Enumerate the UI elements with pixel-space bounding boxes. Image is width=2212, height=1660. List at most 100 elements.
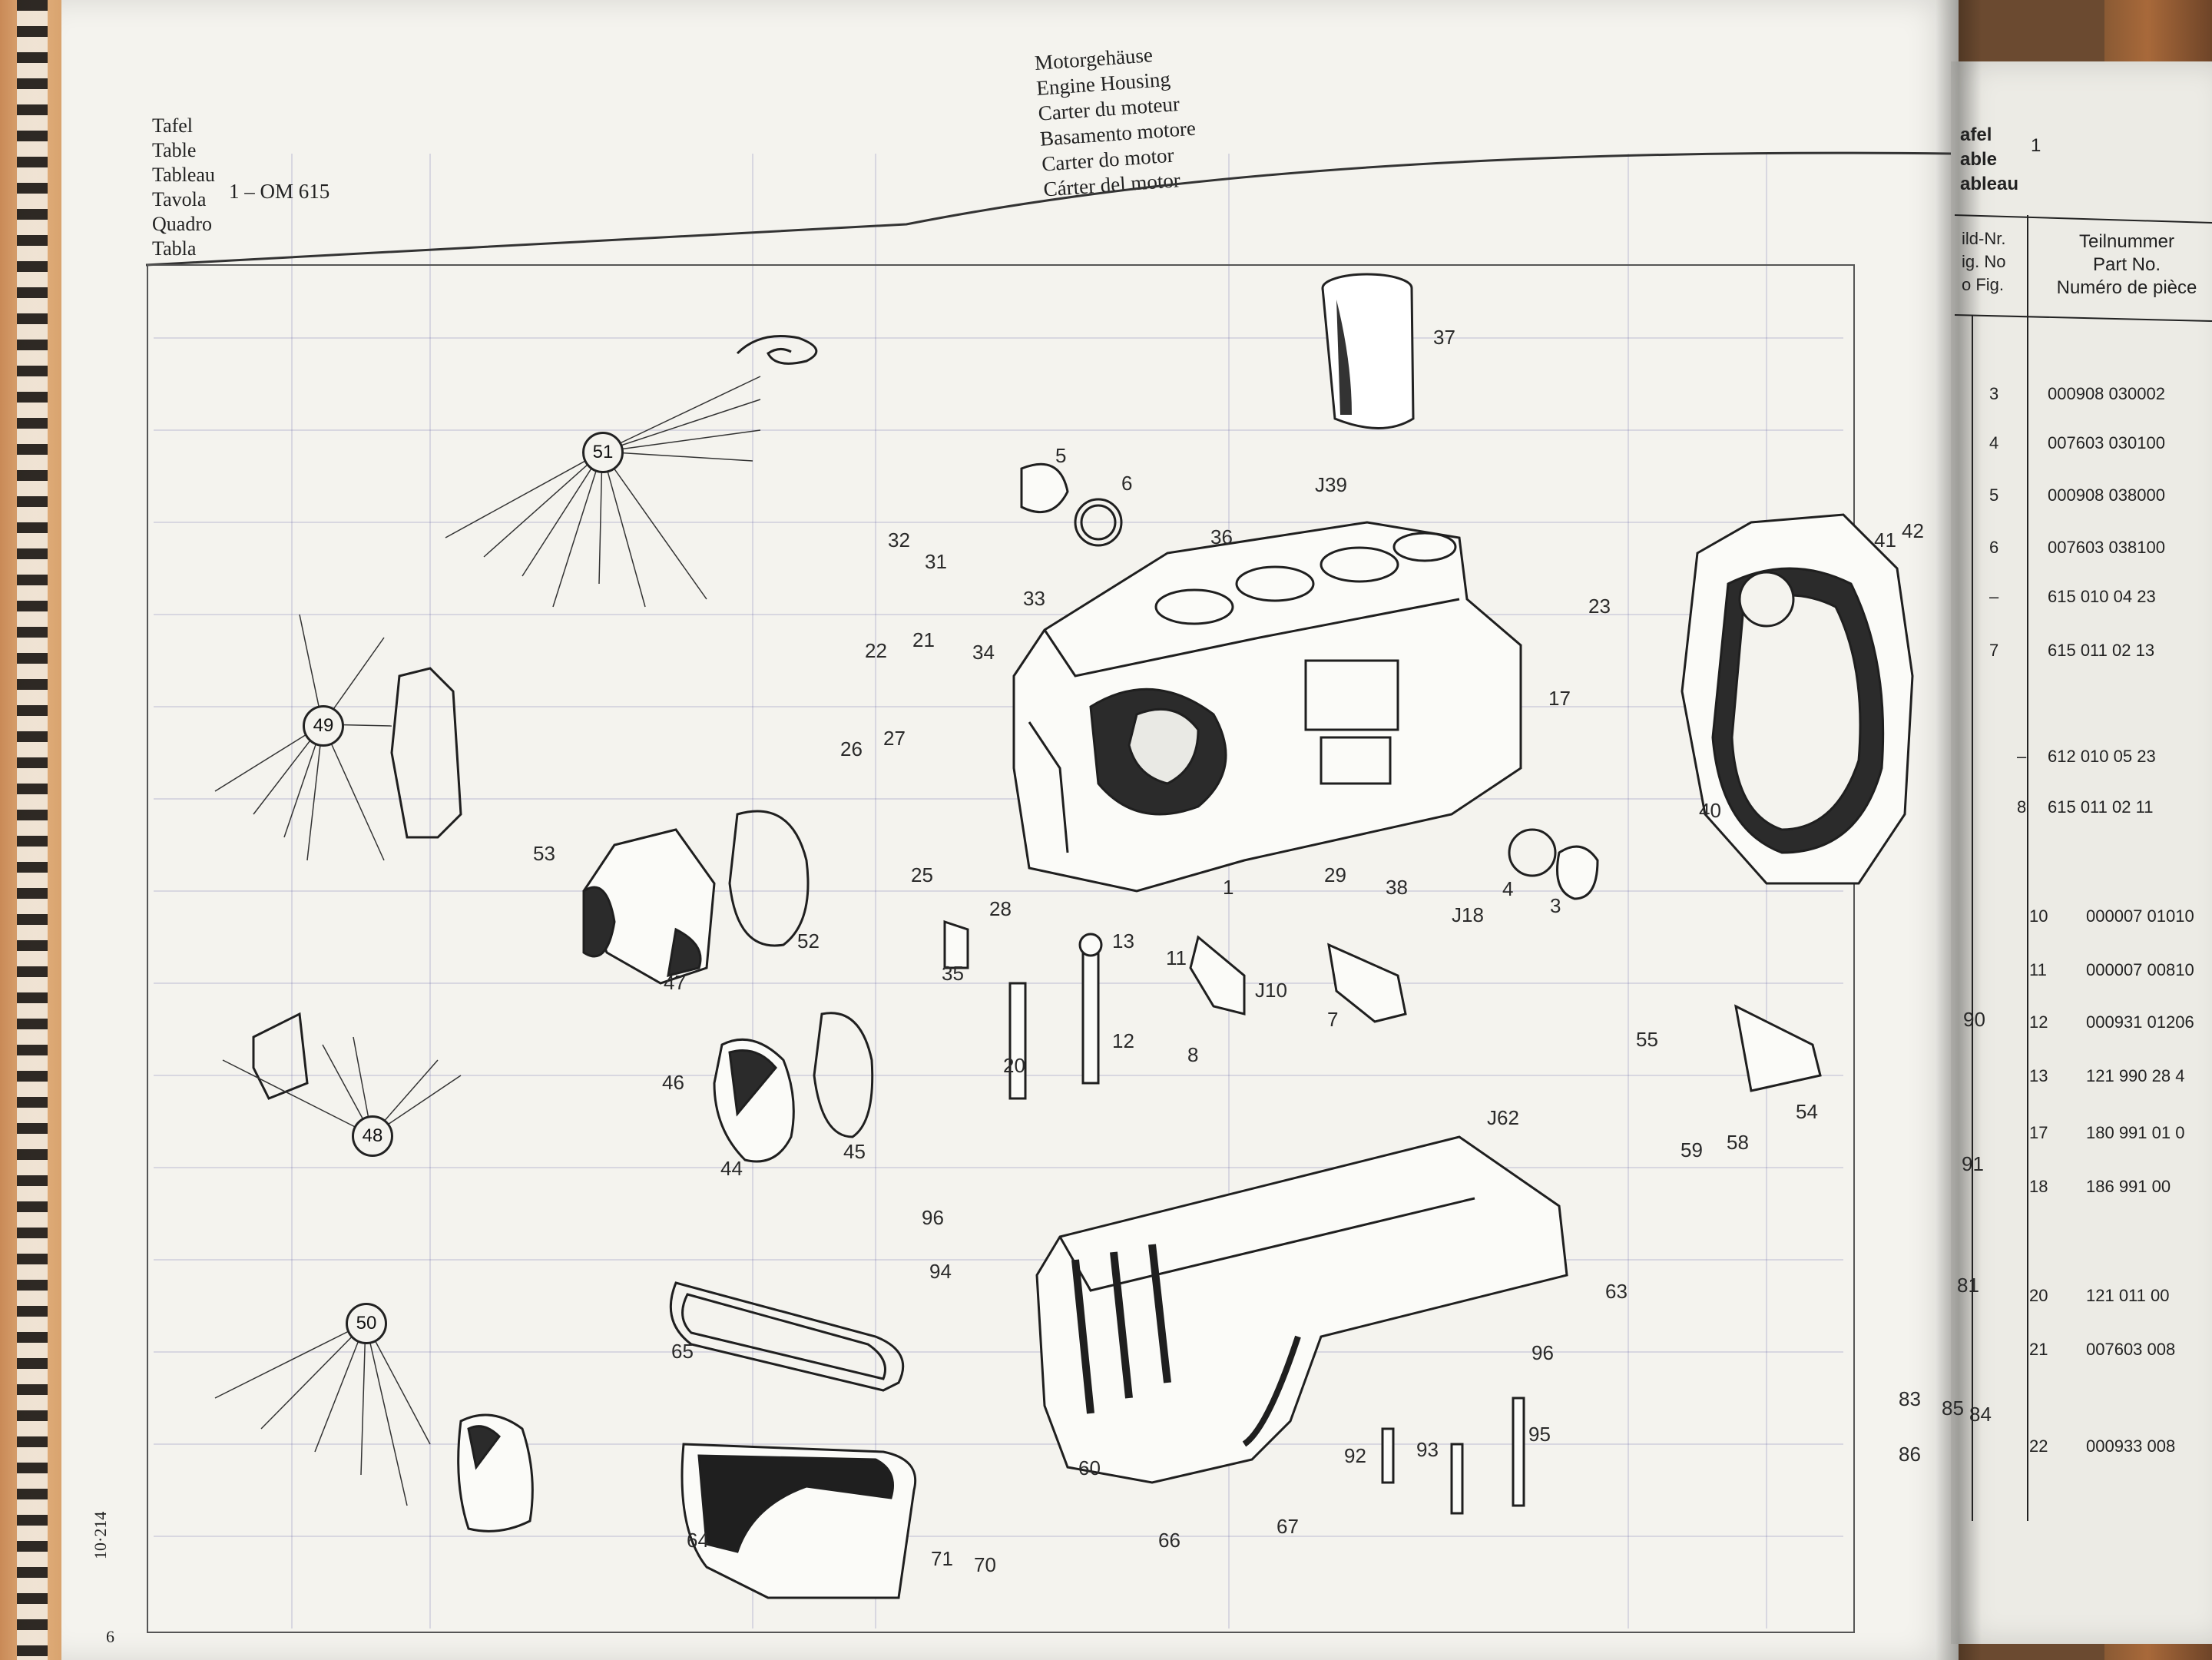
- table-row-fig: 6: [1989, 538, 1999, 557]
- table-row-part: 007603 008: [2086, 1340, 2176, 1359]
- part-label: 28: [989, 897, 1012, 920]
- gasket-45-drawing: [813, 1012, 874, 1138]
- table-row-fig: 3: [1989, 384, 1999, 403]
- oil-pan-drawing: [1035, 1135, 1568, 1484]
- table-row-fig: –: [1989, 587, 1999, 606]
- table-row-part: 615 011 02 11: [2048, 797, 2154, 817]
- part-label: J39: [1315, 473, 1347, 496]
- table-id: 1 – OM 615: [229, 180, 330, 203]
- table-row-fig: 7: [1989, 641, 1999, 660]
- table-row-part: 121 990 28 4: [2086, 1066, 2185, 1085]
- callout-51: 51: [582, 432, 624, 473]
- part-label: 65: [671, 1340, 694, 1363]
- table-row-fig: 4: [1989, 433, 1999, 452]
- table-row-part: 615 011 02 13: [2048, 641, 2155, 660]
- figure-frame: [147, 264, 1855, 1633]
- part-label: 95: [1528, 1423, 1551, 1446]
- part-label: 31: [925, 550, 947, 573]
- table-row-fig: 8: [2017, 797, 2027, 817]
- table-row-part: 000908 030002: [2048, 384, 2165, 403]
- part-label: 96: [922, 1206, 944, 1229]
- col-header-line: Teilnummer: [2078, 231, 2175, 252]
- left-page: [61, 0, 1959, 1660]
- label-line: Quadro: [152, 213, 212, 235]
- gasket-52-drawing: [728, 810, 810, 947]
- table-row-fig: –: [2017, 747, 2027, 766]
- part-label: 85: [1942, 1397, 1964, 1420]
- cover-44-drawing: [713, 1038, 795, 1163]
- part-label: J62: [1487, 1106, 1519, 1129]
- part-label: J18: [1452, 903, 1484, 926]
- table-row-part: 612 010 05 23: [2048, 747, 2156, 766]
- part-label: 29: [1324, 863, 1346, 886]
- part-label: 36: [1210, 525, 1233, 548]
- part-label: 12: [1112, 1029, 1134, 1052]
- part-label: 6: [1121, 472, 1133, 495]
- col-header-part: Teilnummer Part No. Numéro de pièce: [2046, 230, 2207, 300]
- part-label: 42: [1902, 519, 1924, 542]
- part-label: 54: [1796, 1100, 1818, 1123]
- col-header-fig: ild-Nr. ig. No o Fig.: [1962, 227, 2005, 297]
- table-row-fig: 5: [1989, 485, 1999, 505]
- label-line: Table: [152, 139, 197, 161]
- table-row-fig: 13: [2029, 1066, 2048, 1085]
- table-row-fig: 17: [2029, 1123, 2048, 1142]
- right-header-line: ableau: [1960, 174, 2019, 194]
- part-label: 45: [843, 1140, 866, 1163]
- flywheel-housing-drawing: [1681, 513, 1914, 885]
- spiral-spring-drawing: [736, 335, 818, 365]
- part-label: 67: [1277, 1515, 1299, 1538]
- part-label: 40: [1699, 799, 1721, 822]
- right-table-number: 1: [2031, 135, 2041, 156]
- part-label: 41: [1874, 528, 1896, 552]
- plate-48-drawing: [252, 1012, 309, 1100]
- part-label: 59: [1681, 1138, 1703, 1161]
- callout-48: 48: [352, 1115, 393, 1157]
- part-label: 44: [720, 1157, 743, 1180]
- col-header-line: ig. No: [1962, 252, 2006, 271]
- part-label: 4: [1502, 877, 1514, 900]
- part-label: 71: [931, 1547, 953, 1570]
- part-label: 26: [840, 737, 863, 760]
- part-label: 92: [1344, 1444, 1366, 1467]
- part-label: 94: [929, 1260, 952, 1283]
- table-row-part: 000908 038000: [2048, 485, 2165, 505]
- col-header-line: Part No.: [2092, 254, 2161, 275]
- part-label: 11: [1166, 946, 1187, 969]
- page-number: 6: [106, 1627, 114, 1646]
- table-row-part: 000931 01206: [2086, 1012, 2194, 1032]
- part-label: 86: [1899, 1443, 1921, 1466]
- table-label-block: Tafel Table Tableau Tavola Quadro Tabla: [152, 114, 215, 261]
- binding-stripes: [17, 0, 48, 1660]
- right-header-line: afel: [1960, 124, 1992, 145]
- housing-cover-47-drawing: [582, 828, 716, 985]
- part-label: 52: [797, 929, 820, 953]
- small-hardware-drawings: [943, 462, 1822, 1515]
- part-label: 34: [972, 641, 995, 664]
- label-line: Tabla: [152, 237, 197, 260]
- part-label: 27: [883, 727, 906, 750]
- part-label: 66: [1158, 1529, 1181, 1552]
- part-label: 64: [687, 1529, 709, 1552]
- table-row-part: 000933 008: [2086, 1436, 2176, 1456]
- part-label: 53: [533, 842, 555, 865]
- table-row-part: 007603 038100: [2048, 538, 2165, 557]
- part-label: 33: [1023, 587, 1045, 610]
- part-label: 90: [1963, 1008, 1985, 1031]
- table-row-fig: 12: [2029, 1012, 2048, 1032]
- label-line: Tavola: [152, 188, 207, 210]
- table-row-fig: 21: [2029, 1340, 2048, 1359]
- part-label: 23: [1588, 595, 1611, 618]
- cylinder-liner-drawing: [1321, 273, 1415, 429]
- callout-50: 50: [346, 1303, 387, 1344]
- part-label: 70: [974, 1553, 996, 1576]
- right-page: [1951, 61, 2212, 1644]
- cover-plate-50-drawing: [457, 1413, 534, 1532]
- part-label: 83: [1899, 1387, 1921, 1410]
- table-row-part: 121 011 00: [2086, 1286, 2170, 1305]
- col-header-line: o Fig.: [1962, 275, 2005, 294]
- table-row-part: 000007 01010: [2086, 906, 2194, 926]
- part-label: 63: [1605, 1280, 1628, 1303]
- table-row-part: 615 010 04 23: [2048, 587, 2156, 606]
